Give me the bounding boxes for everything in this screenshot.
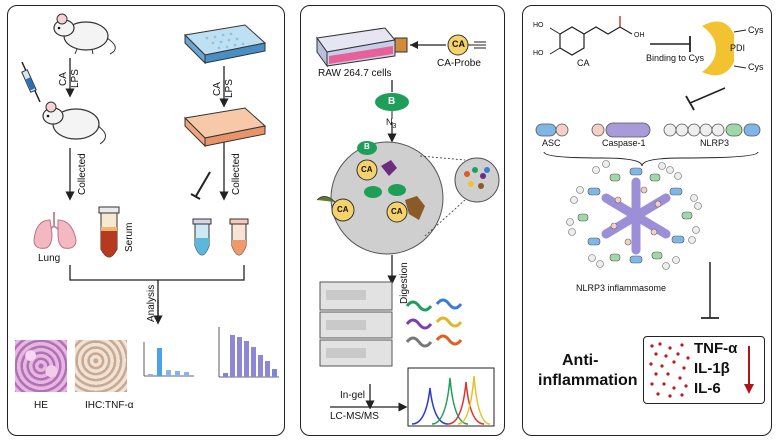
- cell-labeling-illustration: [316, 141, 500, 255]
- ihc-label: IHC:TNF-α: [85, 400, 134, 411]
- anti-label-line1: Anti-: [562, 352, 599, 369]
- binding-label: Binding to Cys: [646, 53, 705, 63]
- il1b-label: IL-1β: [694, 360, 730, 377]
- ihc-histology-image: [75, 340, 127, 392]
- caffeic-acid-structure: [549, 16, 633, 56]
- cell-scraper-icon: [190, 171, 211, 200]
- pdi-label: PDI: [730, 43, 746, 53]
- peptides-illustration: [405, 298, 463, 348]
- caspase-label: Caspase-1: [602, 138, 646, 148]
- inflammasome-components: [535, 122, 761, 138]
- oh-label: OH: [634, 32, 645, 39]
- serum-tube-illustration: [98, 206, 120, 258]
- decrease-arrow-icon: [744, 346, 754, 394]
- he-label: HE: [34, 400, 48, 411]
- ca-probe-icon: [410, 34, 486, 56]
- cell-biotin-1: B: [364, 142, 370, 151]
- probe-label: CA-Probe: [437, 58, 481, 69]
- well-plate-treated: [183, 107, 267, 148]
- well-plate-top: [183, 24, 267, 65]
- mouse-illustration-injected: [42, 101, 106, 145]
- cell-ca-2: CA: [337, 205, 349, 214]
- ho-label-2: HO: [533, 50, 544, 57]
- asc-label: ASC: [542, 138, 561, 148]
- cells-label: RAW 264.7 cells: [318, 68, 392, 79]
- cell-ca-3: CA: [391, 207, 403, 216]
- cytokine-dots: [649, 342, 690, 398]
- ingel-label-1: In-gel: [340, 390, 366, 401]
- lcms-instrument-illustration: [319, 281, 393, 367]
- sample-tubes-illustration: [192, 218, 249, 256]
- chromatogram-illustration: [407, 367, 495, 427]
- mouse-illustration-top: [53, 13, 116, 55]
- tnf-bar-chart-thumbnail: [143, 342, 194, 377]
- pdi-protein-illustration: [702, 21, 747, 76]
- syringe-icon: [21, 61, 41, 103]
- ingel-label-2: LC-MS/MS: [330, 411, 379, 422]
- lung-label: Lung: [38, 253, 61, 264]
- cys-label-2: Cys: [748, 62, 764, 72]
- biotin-text: B: [388, 96, 396, 107]
- cell-ca-1: CA: [361, 165, 373, 174]
- cys-label-1: Cys: [748, 25, 764, 35]
- ho-label-1: HO: [533, 22, 544, 29]
- biotin-azide-icon: [375, 93, 409, 119]
- nlrp3-label: NLRP3: [700, 138, 730, 148]
- anti-label-line2: inflammation: [538, 372, 638, 389]
- cell-flask-illustration: [316, 27, 408, 68]
- component-bracket: [543, 151, 759, 167]
- lung-illustration: [33, 212, 77, 249]
- tnf-label: TNF-α: [694, 340, 738, 357]
- ca-structure-label: CA: [577, 58, 590, 68]
- no-bar-chart-thumbnail: [218, 327, 279, 378]
- nlrp3-inflammasome-illustration: [566, 160, 702, 270]
- he-histology-image: [15, 340, 67, 392]
- cytokine-box: [643, 336, 765, 404]
- inflammasome-label: NLRP3 inflammasome: [576, 283, 667, 293]
- il6-label: IL-6: [694, 380, 721, 397]
- probe-ca-text: CA: [452, 39, 465, 49]
- azide-text: N3: [386, 117, 397, 130]
